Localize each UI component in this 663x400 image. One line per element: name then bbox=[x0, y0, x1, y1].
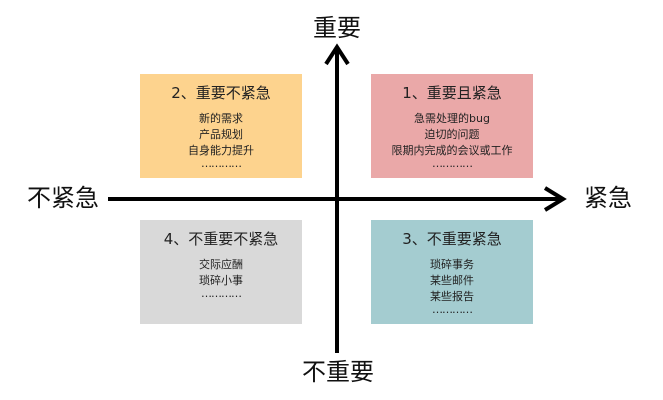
more-ellipsis: ………… bbox=[201, 157, 242, 170]
right-arrowhead bbox=[543, 186, 567, 212]
axis-label-top: 重要 bbox=[313, 14, 361, 42]
more-ellipsis: ………… bbox=[201, 287, 242, 300]
axis-label-left: 不紧急 bbox=[27, 184, 99, 212]
list-item: 某些邮件 bbox=[430, 274, 474, 287]
axis-label-bottom: 不重要 bbox=[302, 358, 374, 386]
quadrant-title: 4、不重要不紧急 bbox=[163, 230, 279, 248]
up-arrowhead bbox=[324, 43, 350, 66]
more-ellipsis: ………… bbox=[432, 157, 473, 170]
list-item: 产品规划 bbox=[199, 128, 243, 141]
list-item: 限期内完成的会议或工作 bbox=[391, 144, 513, 157]
quadrant-item-list: 琐碎事务 某些邮件 某些报告 bbox=[371, 257, 533, 305]
quadrant-important-urgent: 1、重要且紧急 急需处理的bug 迫切的问题 限期内完成的会议或工作 ………… bbox=[371, 74, 533, 178]
list-item: 琐碎事务 bbox=[430, 258, 474, 271]
more-ellipsis: ………… bbox=[432, 303, 473, 316]
list-item: 某些报告 bbox=[430, 290, 474, 303]
list-item: 自身能力提升 bbox=[188, 144, 254, 157]
quadrant-item-list: 急需处理的bug 迫切的问题 限期内完成的会议或工作 bbox=[371, 111, 533, 159]
quadrant-important-not-urgent: 2、重要不紧急 新的需求 产品规划 自身能力提升 ………… bbox=[140, 74, 302, 178]
quadrant-title: 2、重要不紧急 bbox=[171, 84, 271, 102]
quadrant-item-list: 交际应酬 琐碎小事 bbox=[140, 257, 302, 289]
list-item: 交际应酬 bbox=[199, 258, 243, 271]
quadrant-title: 1、重要且紧急 bbox=[402, 84, 502, 102]
quadrant-item-list: 新的需求 产品规划 自身能力提升 bbox=[140, 111, 302, 159]
list-item: 新的需求 bbox=[199, 112, 243, 125]
quadrant-not-important-not-urgent: 4、不重要不紧急 交际应酬 琐碎小事 ………… bbox=[140, 220, 302, 324]
list-item: 急需处理的bug bbox=[414, 112, 490, 125]
list-item: 迫切的问题 bbox=[424, 128, 480, 141]
quadrant-not-important-urgent: 3、不重要紧急 琐碎事务 某些邮件 某些报告 ………… bbox=[371, 220, 533, 324]
axis-label-right: 紧急 bbox=[584, 184, 632, 212]
quadrant-title: 3、不重要紧急 bbox=[402, 230, 502, 248]
list-item: 琐碎小事 bbox=[199, 274, 243, 287]
